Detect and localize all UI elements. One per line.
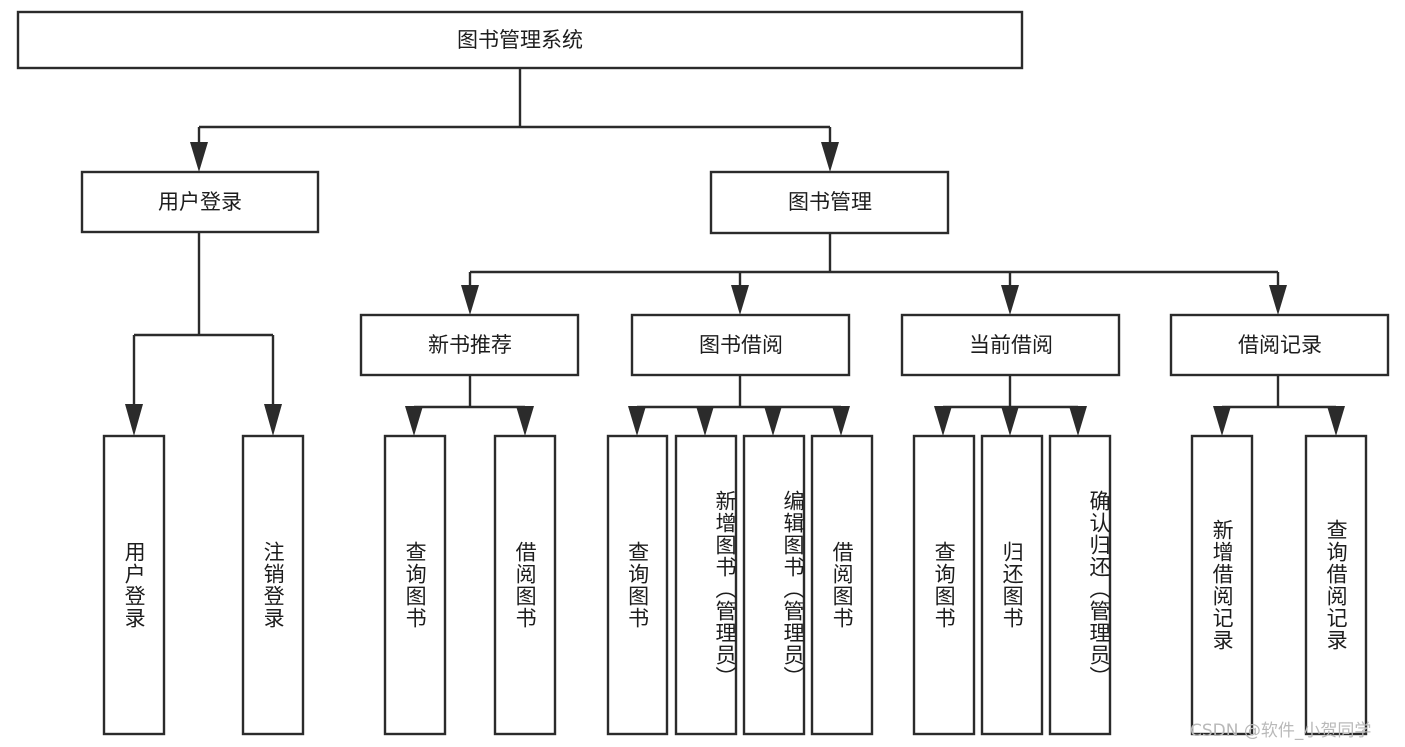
leaf-label-borrow-record-0: 新增借阅记录 <box>1210 519 1235 651</box>
node-book-borrow-label: 图书借阅 <box>699 333 783 357</box>
leaf-box-current-borrow-1[interactable] <box>980 434 1044 736</box>
arrow-bb-leaf-1 <box>696 406 714 436</box>
connector-group-current-borrow <box>934 375 1087 436</box>
leaf-box-user-login-0[interactable] <box>102 434 166 736</box>
arrow-bm-to-new-book-rec <box>461 285 479 315</box>
node-root[interactable]: 图书管理系统 <box>16 10 1024 70</box>
node-user-login-box[interactable] <box>80 170 320 234</box>
arrow-cb-leaf-2 <box>1069 406 1087 436</box>
arrow-br-leaf-0 <box>1213 406 1231 436</box>
leaf-box-new-book-rec-0[interactable] <box>383 434 447 736</box>
arrow-bm-to-book-borrow <box>731 285 749 315</box>
leaf-label-new-book-rec-0: 查询图书 <box>403 541 428 629</box>
leaf-box-book-borrow-1[interactable] <box>674 434 738 736</box>
leaf-box-book-borrow-0[interactable] <box>606 434 669 736</box>
node-current-borrow-label: 当前借阅 <box>969 333 1053 357</box>
connector-group-book-manage <box>461 233 1287 315</box>
leaf-boxes-user-login <box>102 434 305 736</box>
arrow-root-to-book-manage <box>821 142 839 172</box>
leaf-label-book-borrow-3: 借阅图书 <box>830 541 855 629</box>
node-user-login[interactable]: 用户登录 <box>80 170 320 234</box>
arrow-user-login-leaf-1 <box>264 404 282 436</box>
leaf-boxes-new-book-rec <box>383 434 557 736</box>
leaf-box-user-login-1[interactable] <box>241 434 305 736</box>
node-borrow-record-label: 借阅记录 <box>1238 333 1322 357</box>
leaf-label-user-login-1: 注销登录 <box>261 541 286 629</box>
leaf-boxes-current-borrow <box>912 434 1112 736</box>
arrow-root-to-user-login <box>190 142 208 172</box>
node-user-login-label: 用户登录 <box>158 190 242 214</box>
arrow-bb-leaf-2 <box>764 406 782 436</box>
node-new-book-rec[interactable]: 新书推荐 <box>359 313 580 377</box>
node-borrow-record[interactable]: 借阅记录 <box>1169 313 1390 377</box>
leaf-label-book-borrow-1: 新增图书（管理员） <box>713 490 737 688</box>
arrow-bb-leaf-0 <box>628 406 646 436</box>
leaf-box-borrow-record-1[interactable] <box>1304 434 1368 736</box>
arrow-nbr-leaf-0 <box>405 406 423 436</box>
leaf-box-new-book-rec-1[interactable] <box>493 434 557 736</box>
watermark-text: CSDN @软件_小贺同学 <box>1190 721 1372 741</box>
arrow-user-login-leaf-0 <box>125 404 143 436</box>
leaf-label-book-borrow-2: 编辑图书（管理员） <box>781 490 805 688</box>
leaf-label-user-login-0: 用户登录 <box>122 541 147 629</box>
leaf-boxes-book-borrow <box>606 434 874 736</box>
connector-group-book-borrow <box>628 375 850 436</box>
connector-group-root <box>190 68 839 172</box>
leaf-box-current-borrow-2[interactable] <box>1048 434 1112 736</box>
arrow-bm-to-borrow-record <box>1269 285 1287 315</box>
node-borrow-record-box[interactable] <box>1169 313 1390 377</box>
connector-group-user-login <box>125 232 282 436</box>
arrow-br-leaf-1 <box>1327 406 1345 436</box>
node-book-borrow-box[interactable] <box>630 313 851 377</box>
leaf-label-book-borrow-0: 查询图书 <box>625 541 650 629</box>
arrow-nbr-leaf-1 <box>516 406 534 436</box>
arrow-bb-leaf-3 <box>832 406 850 436</box>
leaf-label-current-borrow-0: 查询图书 <box>932 541 957 629</box>
node-root-box[interactable] <box>16 10 1024 70</box>
node-current-borrow-box[interactable] <box>900 313 1121 377</box>
node-book-manage-box[interactable] <box>709 170 950 235</box>
arrow-cb-leaf-1 <box>1001 406 1019 436</box>
leaf-label-current-borrow-2: 确认归还（管理员） <box>1087 490 1111 688</box>
node-book-manage-label: 图书管理 <box>788 190 872 214</box>
leaf-box-current-borrow-0[interactable] <box>912 434 976 736</box>
arrow-cb-leaf-0 <box>934 406 952 436</box>
leaf-label-current-borrow-1: 归还图书 <box>1000 541 1025 629</box>
node-root-label: 图书管理系统 <box>457 28 583 52</box>
node-book-manage[interactable]: 图书管理 <box>709 170 950 235</box>
node-book-borrow[interactable]: 图书借阅 <box>630 313 851 377</box>
node-current-borrow[interactable]: 当前借阅 <box>900 313 1121 377</box>
connector-group-borrow-record <box>1213 375 1345 436</box>
connector-group-new-book-rec <box>405 375 534 436</box>
node-new-book-rec-box[interactable] <box>359 313 580 377</box>
node-new-book-rec-label: 新书推荐 <box>428 333 512 357</box>
arrow-bm-to-current-borrow <box>1001 285 1019 315</box>
leaf-box-borrow-record-0[interactable] <box>1190 434 1254 736</box>
leaf-box-book-borrow-3[interactable] <box>810 434 874 736</box>
leaf-label-new-book-rec-1: 借阅图书 <box>513 541 538 629</box>
leaf-boxes-borrow-record <box>1190 434 1368 736</box>
leaf-label-borrow-record-1: 查询借阅记录 <box>1324 519 1349 651</box>
leaf-box-book-borrow-2[interactable] <box>742 434 806 736</box>
